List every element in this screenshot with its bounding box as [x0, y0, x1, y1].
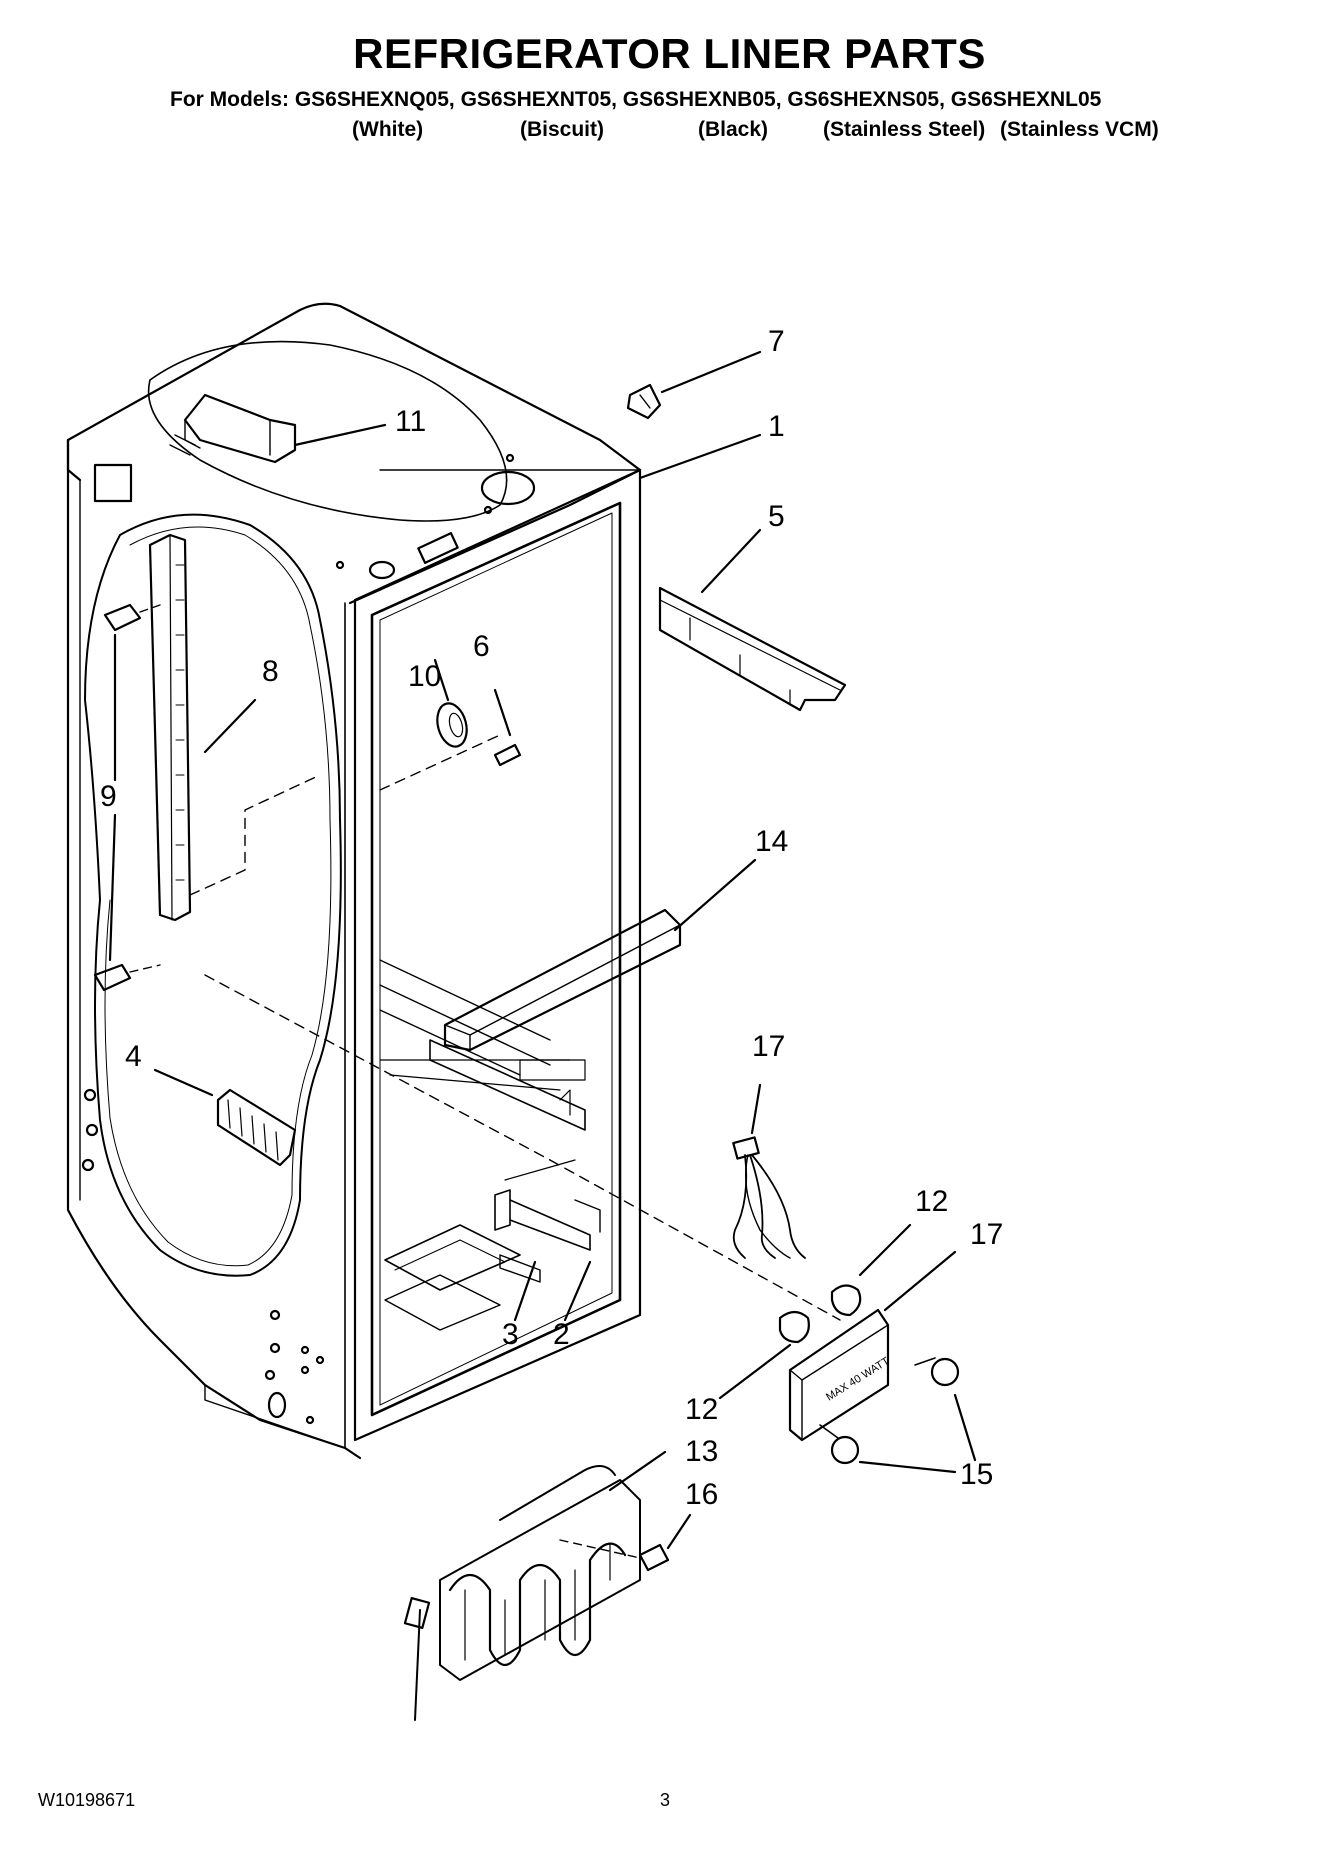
evaporator-coil: [403, 1465, 641, 1721]
leader-18: [750, 1083, 762, 1135]
alignment-line-heater: [549, 1159, 841, 1321]
alignment-line-10: [379, 734, 501, 791]
callout-6: 6: [473, 630, 490, 663]
callout-16: 16: [685, 1478, 719, 1511]
leader-3: [513, 1260, 537, 1322]
leader-1: [638, 433, 762, 480]
leader-4: [153, 1068, 214, 1097]
screw-bottom: [93, 963, 132, 992]
color-stainless-vcm: (Stainless VCM): [1000, 118, 1159, 141]
leader-6: [493, 688, 512, 737]
leader-12-upper: [858, 1223, 912, 1277]
heater-box: [788, 1308, 890, 1442]
leader-14-left: [858, 1460, 957, 1474]
color-white: (White): [352, 118, 424, 141]
callout-11: 11: [395, 405, 427, 438]
screw-top: [103, 603, 142, 632]
callout-17: 17: [970, 1218, 1004, 1251]
callout-5: 5: [768, 500, 785, 533]
callout-7: 7: [768, 325, 785, 358]
leader-14-right: [953, 1393, 977, 1462]
document-number: W10198671: [38, 1790, 136, 1810]
callout-9: 9: [100, 780, 117, 813]
screw-16: [638, 1543, 670, 1572]
callout-3: 3: [502, 1318, 519, 1351]
refrigerator-liner: [66, 302, 642, 1460]
callout-10: 10: [408, 660, 442, 693]
bracket-part-2-3: [494, 1189, 601, 1283]
callout-12-lower: 12: [685, 1393, 719, 1426]
color-stainless-steel: (Stainless Steel): [823, 118, 986, 141]
page-number: 3: [660, 1790, 671, 1810]
leader-8: [203, 698, 257, 754]
callout-15: 14: [755, 825, 789, 858]
leader-15: [673, 858, 757, 932]
screw-6: [493, 743, 522, 767]
dial-part: [436, 702, 468, 748]
wire-harness: [732, 1136, 806, 1259]
alignment-line-8: [189, 774, 321, 896]
alignment-line-4: [204, 974, 551, 1161]
callout-14: 15: [960, 1458, 994, 1491]
leader-10: [433, 658, 450, 702]
leader-12-lower: [718, 1343, 792, 1400]
leader-13: [608, 1450, 667, 1492]
callout-4: 4: [125, 1040, 142, 1073]
plug-right: [914, 1357, 960, 1387]
leader-9-bottom: [108, 813, 117, 962]
plug-left: [819, 1424, 860, 1465]
vent-grille: [216, 1088, 297, 1167]
leader-16: [666, 1513, 692, 1550]
heater-rating-label: MAX 40 WATT: [824, 1355, 892, 1404]
leader-2: [563, 1260, 592, 1322]
callout-2: 2: [553, 1318, 570, 1351]
callout-13: 13: [685, 1435, 719, 1468]
control-housing: [169, 393, 297, 464]
leader-7: [660, 350, 762, 394]
leader-5: [700, 528, 762, 594]
leader-17: [883, 1250, 957, 1312]
color-black: (Black): [698, 118, 769, 141]
bracket-part: [658, 586, 847, 712]
callout-8: 8: [262, 655, 279, 688]
callout-12-upper: 12: [915, 1185, 949, 1218]
leader-11: [293, 423, 387, 447]
clip-12-upper: [830, 1284, 862, 1317]
rail-part-15: [443, 908, 682, 1052]
callout-18: 17: [752, 1030, 786, 1063]
shelf-rail: [148, 533, 192, 922]
models-line: For Models: GS6SHEXNQ05, GS6SHEXNT05, GS…: [170, 88, 1102, 111]
page-title: REFRIGERATOR LINER PARTS: [353, 30, 986, 77]
clip-part: [626, 383, 662, 420]
clip-12-lower: [778, 1310, 810, 1344]
callout-1: 1: [768, 410, 785, 443]
color-biscuit: (Biscuit): [520, 118, 604, 141]
